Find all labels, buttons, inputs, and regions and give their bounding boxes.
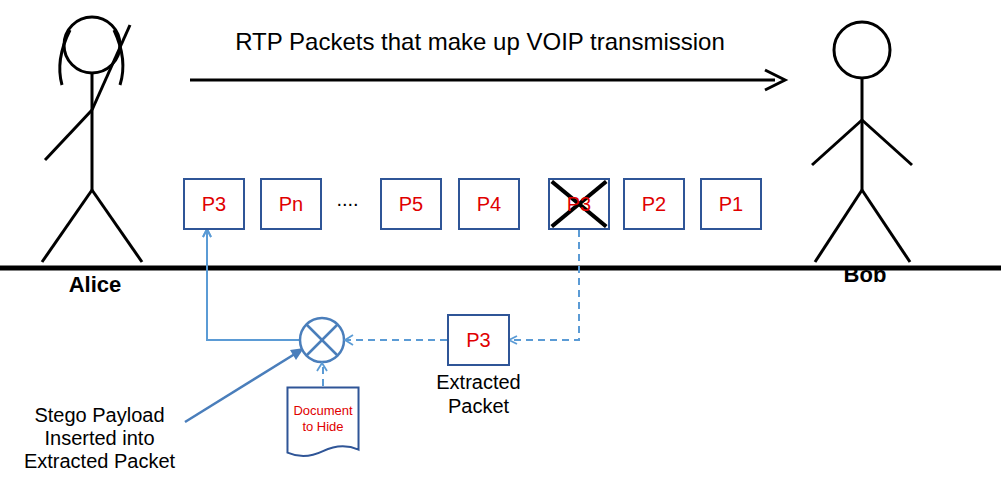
packet-box: P3Extracted Packet	[447, 314, 510, 366]
packet-label: Pn	[279, 193, 303, 216]
ellipsis-label: ....	[325, 188, 370, 211]
packet-box: P5	[380, 178, 442, 230]
packet-label: P3	[567, 193, 591, 216]
packet-label: P2	[642, 193, 666, 216]
node-caption: Extracted Packet	[424, 370, 534, 418]
mixer-input-head	[345, 335, 353, 345]
flow-label: RTP Packets that make up VOIP transmissi…	[190, 28, 770, 56]
flow-arrow	[190, 79, 775, 82]
bob-figure	[812, 22, 912, 262]
dashed-connector	[510, 230, 579, 340]
packet-label: P4	[477, 193, 501, 216]
mixer-input-head	[317, 363, 327, 371]
mixer-symbol	[300, 318, 344, 362]
packet-box: P4	[458, 178, 520, 230]
document-shape: Document to Hide	[286, 386, 360, 460]
annotation-label: Stego Payload Inserted into Extracted Pa…	[12, 404, 187, 473]
packet-label: P3	[202, 193, 226, 216]
flow-arrowhead	[765, 70, 785, 90]
person-name: Bob	[810, 262, 920, 288]
packet-box: Pn	[260, 178, 322, 230]
packet-label: P5	[399, 193, 423, 216]
packet-box: P3	[548, 178, 610, 230]
packet-box: P3	[183, 178, 245, 230]
dashed-connector	[207, 230, 323, 386]
packet-box: P1	[700, 178, 762, 230]
packet-box: P2	[623, 178, 685, 230]
person-name: Alice	[40, 272, 150, 298]
alice-figure	[42, 17, 142, 262]
packet-label: P3	[466, 329, 490, 352]
packet-label: Document to Hide	[293, 403, 353, 435]
stego-arrow	[185, 352, 298, 422]
packet-label: P1	[719, 193, 743, 216]
